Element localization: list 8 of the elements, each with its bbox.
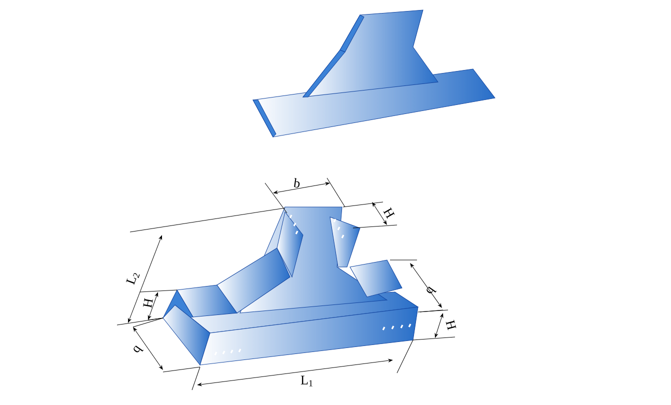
dimension-label: H [383,207,395,219]
dimension-label: b [294,178,300,188]
dimension-label: L$_{1}$ [300,376,312,386]
dimension-label: H [446,320,456,330]
dimension-label: L$_{2}$ [126,273,140,285]
dimension-label: H [143,298,153,308]
dimension-label: b [426,286,437,294]
dimension-label: b [134,346,144,352]
